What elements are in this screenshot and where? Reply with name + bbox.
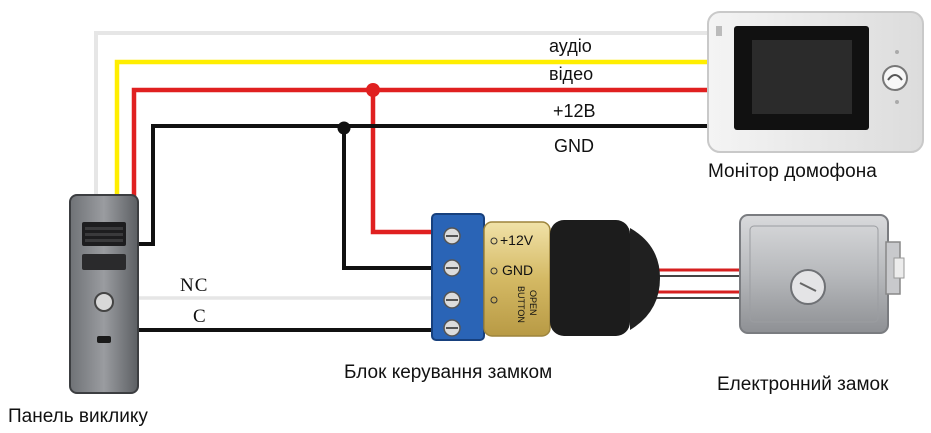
label-ground: GND xyxy=(554,136,594,156)
caption-lock-controller: Блок керування замком xyxy=(344,362,553,383)
caption-electronic-lock: Електронний замок xyxy=(717,374,889,395)
wire-power xyxy=(131,83,712,235)
lock-wires xyxy=(654,268,740,299)
terminal-label-button: BUTTON xyxy=(516,286,526,323)
electronic-lock xyxy=(739,214,905,334)
caption-call-panel: Панель виклику xyxy=(8,406,148,427)
power-junction-dot xyxy=(366,83,380,97)
label-power: +12В xyxy=(553,101,596,121)
intercom-monitor xyxy=(707,11,924,153)
wire-video xyxy=(114,59,712,205)
wire-ground xyxy=(138,121,712,270)
call-button-icon xyxy=(94,292,114,312)
terminal-label-open: OPEN xyxy=(528,290,538,316)
lock-controller: +12V GND OPEN BUTTON xyxy=(431,213,660,341)
label-video: відео xyxy=(549,64,594,84)
terminal-label-gnd: GND xyxy=(502,262,533,278)
label-audio: аудіо xyxy=(549,36,592,56)
ground-junction-dot xyxy=(337,121,351,135)
label-nc: NC xyxy=(180,275,209,296)
phone-handset-icon xyxy=(882,65,908,91)
caption-monitor: Монітор домофона xyxy=(708,161,877,182)
speaker-grille xyxy=(82,254,126,270)
wire-audio xyxy=(94,31,712,200)
terminal-label-plus12: +12V xyxy=(500,232,534,248)
camera-lens xyxy=(97,336,111,343)
label-c: C xyxy=(193,306,207,327)
call-panel xyxy=(69,194,139,394)
